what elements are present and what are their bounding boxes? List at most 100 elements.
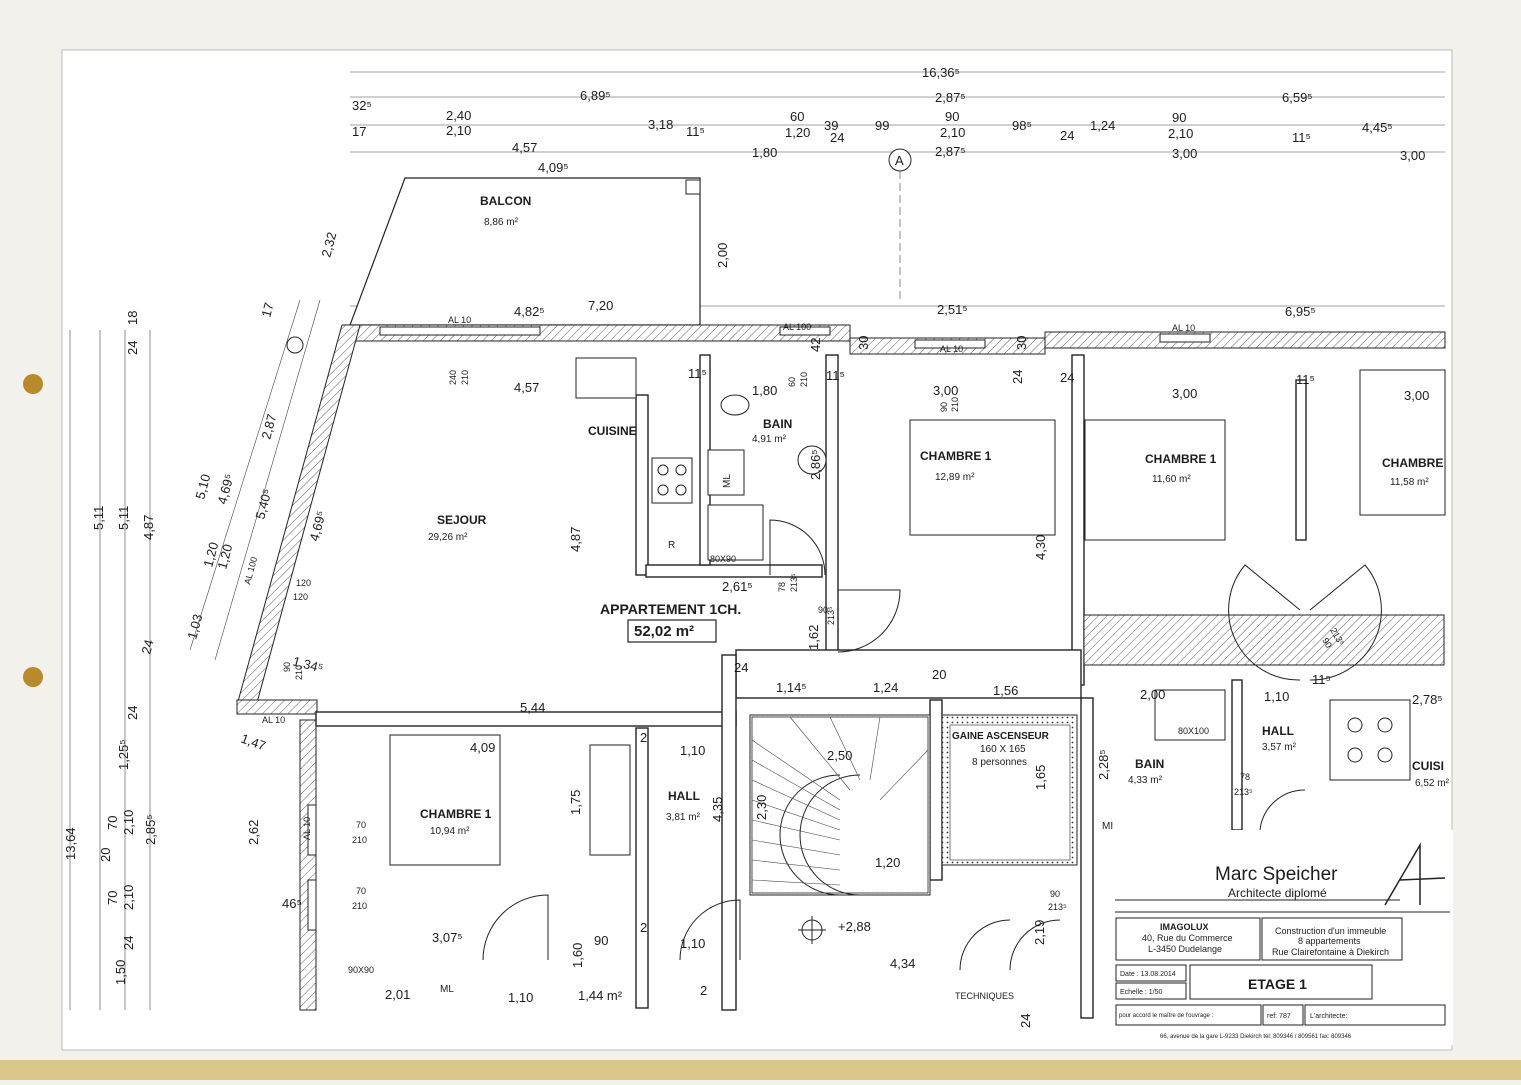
dim-label: 2,61⁵ [722, 579, 753, 594]
dim-label: 4,57 [514, 380, 539, 395]
dim-label: 24 [121, 936, 136, 950]
opening-label: AL 10 [302, 817, 312, 840]
dim-label: 6,95⁵ [1285, 304, 1316, 319]
dim-label: 1,56 [993, 683, 1018, 698]
binder-hole [23, 667, 43, 687]
dim-label: 2,87 [258, 412, 279, 440]
dim-label: 2,10 [1168, 126, 1193, 141]
dim-label: 24 [1060, 370, 1074, 385]
sink [575, 357, 637, 399]
shower-tray [1154, 689, 1226, 741]
dim-label: 3,07⁵ [432, 930, 463, 945]
bed [1084, 419, 1226, 541]
dim-label: 4,57 [512, 140, 537, 155]
dim-label: 2,00 [1140, 687, 1165, 702]
dim-label: 20 [98, 848, 113, 862]
dim-label: 24 [138, 638, 156, 656]
dim-label: 2,10 [446, 123, 471, 138]
opening-label: 60 [787, 377, 797, 387]
shower-tray [707, 504, 764, 561]
room-name: CUISI [1412, 759, 1444, 773]
dim-label: 24 [125, 706, 140, 720]
dim-label: 3,00 [1172, 146, 1197, 161]
opening-label: 70 [356, 820, 366, 830]
room-name: CHAMBRE 1 [420, 807, 492, 821]
room-name: CHAMBRE 1 [920, 449, 992, 463]
dim-label: 1,24 [873, 680, 898, 695]
dim-label: 24 [1018, 1014, 1033, 1028]
client-name: IMAGOLUX [1160, 922, 1209, 932]
room-name: BAIN [763, 417, 792, 431]
sheet-title: ETAGE 1 [1248, 976, 1307, 992]
washing-machine [707, 449, 745, 496]
room-area: 3,81 m² [666, 812, 701, 823]
dim-label: 11⁵ [688, 366, 707, 381]
room-area: 29,26 m² [428, 532, 468, 543]
dim-label: 4,09⁵ [538, 160, 569, 175]
fixture-label: ML [440, 984, 454, 995]
dim-label: 4,87 [568, 527, 583, 552]
dim-label: 24 [830, 130, 844, 145]
dim-label: 30 [856, 336, 871, 350]
dim-label: 2,62 [246, 820, 261, 845]
room-name: SEJOUR [437, 513, 487, 527]
balcony-post [685, 179, 701, 195]
table-edge [0, 1060, 1521, 1080]
fixture-label: MI [1102, 821, 1113, 832]
dim-label: 1,44 m² [578, 988, 623, 1003]
opening-label: 210 [950, 397, 960, 412]
room-area: 4,91 m² [752, 434, 787, 445]
client-address: L-3450 Dudelange [1148, 944, 1222, 954]
fixture-label: ML [722, 474, 733, 488]
dim-label: 2,32 [318, 230, 339, 258]
opening-label: 213⁵ [1234, 787, 1253, 797]
dim-label: 3,18 [648, 117, 673, 132]
project-title: Rue Clairefontaine à Diekirch [1272, 947, 1389, 957]
dim-label: 98⁵ [1012, 118, 1032, 133]
dim-label: 2 [640, 730, 647, 745]
room-area: 10,94 m² [430, 826, 470, 837]
dim-label: 4,09 [470, 740, 495, 755]
elevator-capacity: 8 personnes [972, 757, 1027, 768]
dim-label: 2,01 [385, 987, 410, 1002]
room-name: CUISINE [588, 424, 637, 438]
dim-label: 24 [734, 660, 748, 675]
dim-label: 2,50 [827, 748, 852, 763]
dim-label: 2,19 [1032, 920, 1047, 945]
dim-label: 60 [790, 109, 804, 124]
room-name: BAIN [1135, 757, 1164, 771]
dim-label: 2,00 [715, 243, 730, 268]
architect-subtitle: Architecte diplomé [1228, 886, 1327, 900]
opening-label: 213⁵ [1048, 902, 1067, 912]
dim-label: 17 [352, 124, 366, 139]
fixture-label: R [668, 540, 675, 551]
date-field: Date : 13.08.2014 [1120, 971, 1176, 978]
dim-label: 1,62 [806, 625, 821, 650]
dim-total: 16,36⁵ [922, 65, 960, 80]
left-dimension-lines [69, 330, 151, 1010]
dim-label: 24 [1010, 370, 1025, 384]
toilet-icon [720, 394, 750, 416]
section-marker-label: A [895, 153, 904, 168]
dim-label: 2,10 [121, 810, 136, 835]
fixture-label: 90 [594, 933, 608, 948]
dim-label: 24 [1060, 128, 1074, 143]
dim-label: 1,14⁵ [776, 680, 807, 695]
dim-label: 4,35 [710, 797, 725, 822]
opening-label: 90 [1320, 636, 1334, 650]
dim-label: 3,00 [1404, 388, 1429, 403]
dim-label: 90 [1172, 110, 1186, 125]
dim-label: 1,65 [1033, 765, 1048, 790]
dim-label: 2,78⁵ [1412, 692, 1443, 707]
dim-label: 1,50 [113, 960, 128, 985]
dim-label: 2,51⁵ [937, 302, 968, 317]
dim-label: 4,30 [1033, 535, 1048, 560]
dim-label: 32⁵ [352, 98, 372, 113]
dim-label: 4,82⁵ [514, 304, 545, 319]
dim-label: 11⁵ [1292, 130, 1311, 145]
opening-label: AL 10 [448, 315, 471, 325]
dim-label: 20 [932, 667, 946, 682]
staircase [749, 714, 931, 896]
dim-label: 2,10 [121, 885, 136, 910]
